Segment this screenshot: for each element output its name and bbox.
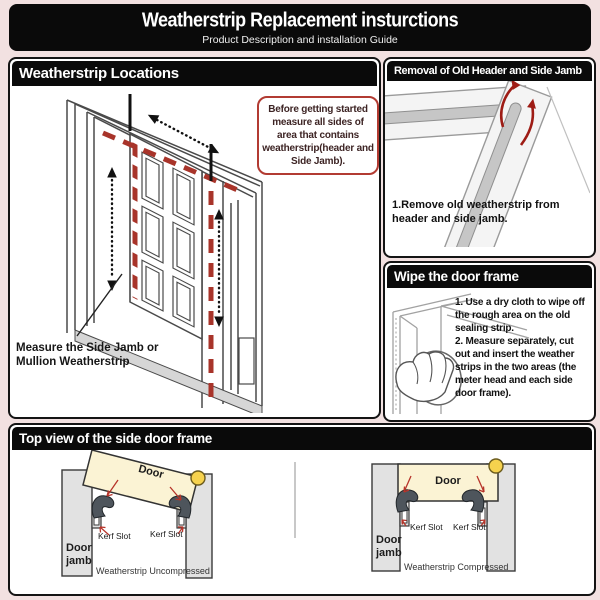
uncompressed-caption: Weatherstrip Uncompressed xyxy=(96,566,210,576)
wipe-panel-content: 1. Use a dry cloth to wipe off the rough… xyxy=(385,288,594,414)
wipe-step-1: 1. Use a dry cloth to wipe off the rough… xyxy=(455,297,585,334)
wipe-illustration xyxy=(392,293,530,414)
locations-panel-content: Before getting started measure all sides… xyxy=(10,86,379,413)
measure-arrows xyxy=(110,118,221,316)
compressed-diagram xyxy=(371,458,516,572)
page-title: Weatherstrip Replacement insturctions xyxy=(141,8,459,32)
weatherstrip-left-compressed xyxy=(395,489,419,513)
removal-step-text: 1.Remove old weatherstrip from header an… xyxy=(392,199,560,225)
page-subtitle: Product Description and installation Gui… xyxy=(202,34,398,46)
weatherstrip-right xyxy=(168,495,192,519)
door-jamb-label: Door jamb xyxy=(66,542,92,567)
hinge-pin-compressed xyxy=(488,458,504,474)
wipe-panel-header: Wipe the door frame xyxy=(387,265,592,288)
uncompressed-diagram xyxy=(61,450,296,579)
topview-panel-content: Door Kerf Slot Kerf Slot Door jamb Weath… xyxy=(10,450,594,588)
kerf-slot-label: Kerf Slot xyxy=(150,529,183,539)
wipe-steps: 1. Use a dry cloth to wipe off the rough… xyxy=(455,296,588,400)
kerf-slot-label: Kerf Slot xyxy=(453,522,486,532)
header-weatherstrip-dash xyxy=(102,130,241,194)
caption-pointer-line xyxy=(76,273,123,337)
getting-started-note: Before getting started measure all sides… xyxy=(257,96,379,175)
compressed-caption: Weatherstrip Compressed xyxy=(404,562,509,572)
measure-caption: Measure the Side Jamb or Mullion Weather… xyxy=(16,342,159,368)
threshold-shape xyxy=(74,329,263,413)
panel-removal: Removal of Old Header and Side Jamb xyxy=(383,57,596,258)
door-frame-diagram xyxy=(66,94,263,413)
hinge-pin xyxy=(190,470,206,486)
top-view-diagrams xyxy=(61,450,516,579)
weatherstrip-right-compressed xyxy=(461,489,485,513)
open-door-shape xyxy=(129,132,203,341)
removal-panel-content: 1.Remove old weatherstrip from header an… xyxy=(385,81,594,247)
door-label-compressed: Door xyxy=(435,475,461,487)
weatherstrip-left xyxy=(91,495,115,519)
door-jamb-label: Door jamb xyxy=(376,534,402,559)
panel-weatherstrip-locations: Weatherstrip Locations xyxy=(8,57,381,419)
kerf-slot-label: Kerf Slot xyxy=(410,522,443,532)
removal-panel-header: Removal of Old Header and Side Jamb xyxy=(387,61,592,81)
panel-wipe: Wipe the door frame xyxy=(383,261,596,422)
wipe-step-2: 2. Measure separately, cut out and inser… xyxy=(455,336,577,399)
pull-out-arrows xyxy=(499,84,535,146)
arrowheads xyxy=(107,114,224,327)
hand-with-cloth xyxy=(395,350,462,406)
panel-top-view: Top view of the side door frame xyxy=(8,423,596,596)
kerf-slot-label: Kerf Slot xyxy=(98,531,131,541)
locations-panel-header: Weatherstrip Locations xyxy=(12,61,377,86)
topview-panel-header: Top view of the side door frame xyxy=(12,427,592,450)
frame-corner-illustration xyxy=(385,81,590,247)
title-block: Weatherstrip Replacement insturctions Pr… xyxy=(9,4,591,51)
